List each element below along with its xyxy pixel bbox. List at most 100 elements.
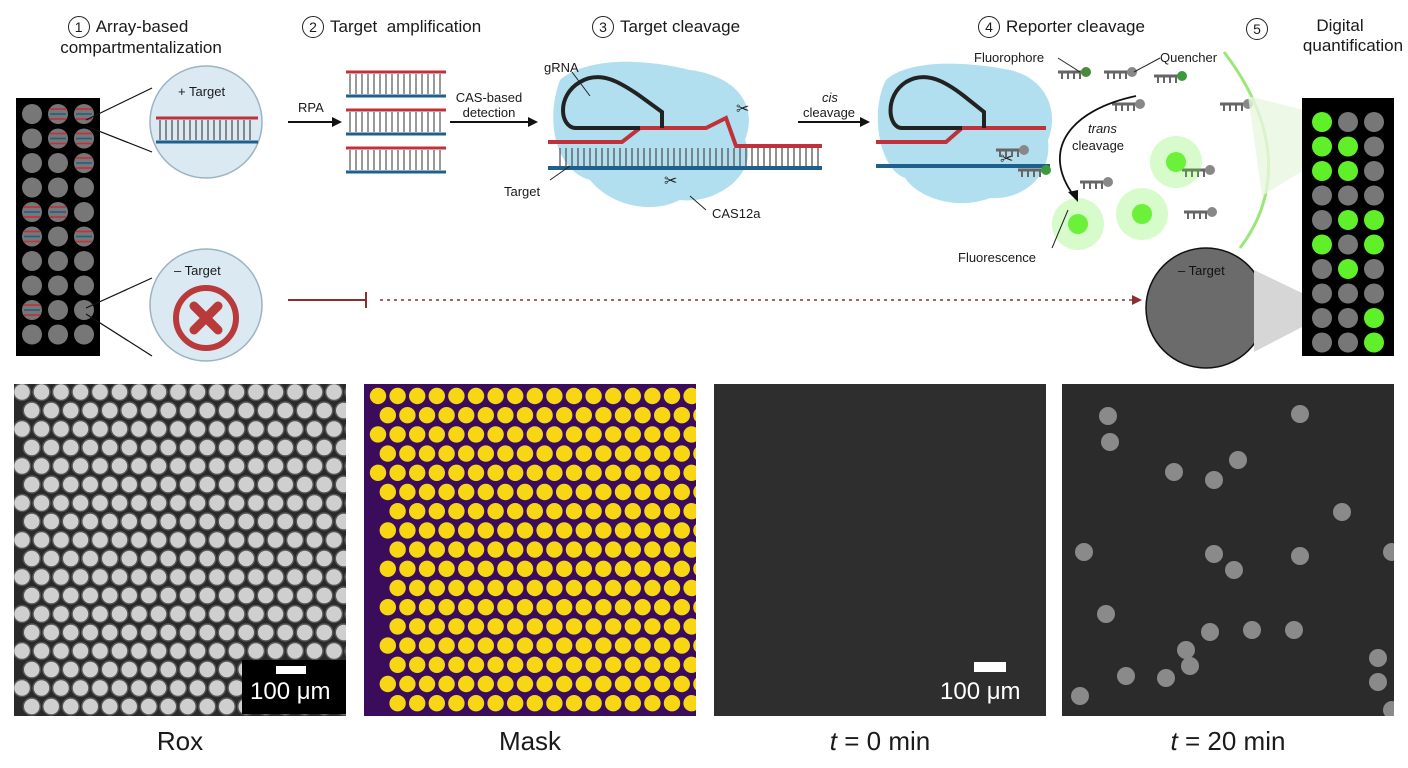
- rox-bead: [266, 567, 285, 587]
- mask-dot: [595, 560, 612, 577]
- mask-dot: [693, 485, 696, 499]
- mask-dot: [448, 618, 465, 635]
- rox-bead: [168, 493, 188, 513]
- step-4-number: 4: [978, 16, 1000, 38]
- rox-bead: [32, 456, 51, 476]
- negative-well: [1312, 210, 1332, 230]
- mask-dot: [614, 675, 632, 693]
- mask-dot: [546, 695, 563, 712]
- rox-bead: [71, 678, 90, 698]
- rox-bead: [51, 419, 71, 439]
- negative-well: [1312, 308, 1332, 328]
- rox-bead: [295, 623, 314, 642]
- rox-bead: [324, 604, 344, 624]
- mask-dot: [428, 579, 445, 597]
- rox-bead: [305, 384, 324, 402]
- rox-bead: [217, 697, 236, 716]
- rox-bead: [237, 586, 256, 605]
- t0-caption: t = 0 min: [714, 726, 1046, 757]
- array-well: [48, 226, 68, 247]
- mask-dot: [634, 675, 651, 693]
- rox-bead: [120, 512, 139, 531]
- mask-dot: [683, 618, 696, 635]
- mask-dot: [418, 599, 436, 616]
- mask-dot: [409, 579, 426, 597]
- rox-bead: [295, 549, 314, 568]
- fluorescence-leader: [1051, 209, 1069, 249]
- rox-bead: [344, 608, 346, 620]
- rox-bead: [129, 530, 149, 550]
- mask-dot: [516, 522, 534, 539]
- mask-dot: [399, 560, 416, 577]
- rox-bead: [344, 645, 346, 657]
- mask-dot: [516, 445, 534, 462]
- mask-dot: [507, 464, 524, 481]
- rox-bead: [178, 401, 197, 420]
- rox-bead: [324, 493, 344, 513]
- mask-dot: [644, 579, 661, 597]
- rox-bead: [198, 401, 217, 420]
- mask-dot: [624, 464, 641, 481]
- rpa-arrowhead: [332, 117, 342, 127]
- rox-bead: [81, 660, 100, 679]
- rox-bead: [217, 660, 236, 679]
- rox-bead: [198, 438, 217, 457]
- rox-bead: [178, 586, 197, 605]
- negative-well: [1312, 185, 1332, 206]
- mask-dot: [614, 445, 632, 462]
- mask-dot: [467, 656, 485, 673]
- rox-bead: [168, 604, 188, 624]
- mask-dot: [575, 560, 592, 577]
- mask-dot: [614, 522, 632, 539]
- mask-dot: [487, 579, 504, 597]
- mask-dot: [467, 426, 485, 443]
- fluorescent-bead: [1075, 543, 1093, 561]
- rox-bead: [120, 475, 139, 494]
- rox-bead: [227, 493, 246, 513]
- rox-bead: [159, 660, 178, 679]
- array-well: [22, 104, 42, 124]
- positive-well: [1338, 210, 1358, 230]
- mask-dot: [663, 579, 681, 597]
- mask-dot: [663, 503, 681, 520]
- rox-bead: [51, 678, 71, 698]
- mask-dot: [507, 387, 524, 405]
- mask-dot: [399, 522, 416, 539]
- reporter-bead: [1177, 71, 1187, 81]
- rox-bead: [100, 438, 119, 457]
- rox-bead: [61, 438, 80, 457]
- fluorescent-bead: [1291, 405, 1309, 423]
- fluorescent-bead: [1291, 547, 1309, 565]
- mask-dot: [467, 695, 485, 712]
- plus-target-label: + Target: [178, 84, 226, 99]
- rox-bead: [198, 586, 217, 605]
- rox-bead: [129, 384, 149, 402]
- mask-dot: [556, 675, 573, 693]
- mask-dot: [379, 407, 396, 424]
- mask-dot: [556, 599, 573, 616]
- fluorescence-label: Fluorescence: [958, 250, 1037, 265]
- t0-scalebar-label: 100 μm: [940, 678, 1021, 705]
- rox-bead: [110, 419, 129, 439]
- rox-bead: [81, 586, 100, 605]
- rox-bead: [129, 419, 149, 439]
- cas-detection-label: CAS-based detection: [455, 90, 523, 120]
- mask-dot: [379, 522, 396, 539]
- reporter-bead: [1103, 177, 1113, 187]
- mask-dot: [526, 426, 543, 443]
- mask-dot: [448, 579, 465, 597]
- rox-bead: [120, 586, 139, 605]
- mask-dot: [497, 445, 514, 462]
- mask-dot: [673, 637, 690, 654]
- mask-dot: [477, 637, 494, 654]
- mask-dot: [487, 656, 504, 673]
- mask-dot: [605, 426, 622, 443]
- mask-dot: [605, 464, 622, 481]
- mask-dot: [369, 426, 387, 443]
- rox-bead: [334, 401, 346, 420]
- rox-bead: [276, 512, 295, 531]
- fluorescent-bead: [1157, 669, 1175, 687]
- rox-bead: [149, 384, 168, 402]
- plus-target-dna: [156, 116, 258, 144]
